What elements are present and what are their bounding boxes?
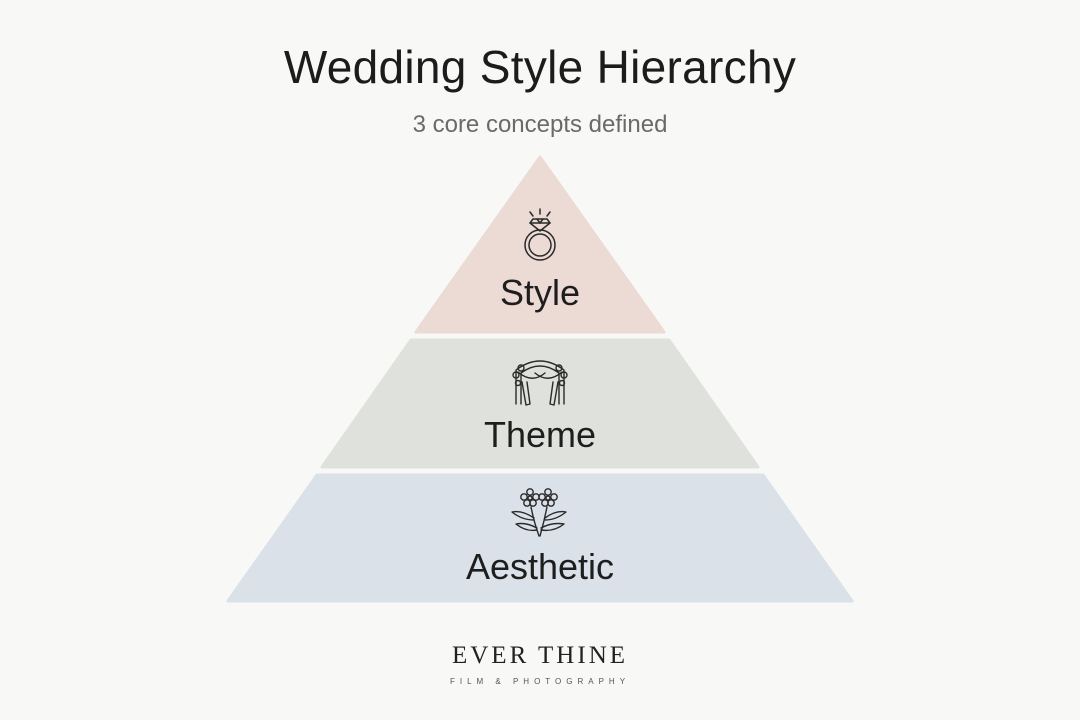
tier-style-label: Style	[499, 272, 581, 313]
tier-aesthetic-label: Aesthetic	[465, 546, 615, 587]
tier-style-shape	[414, 155, 666, 334]
floral-arch-icon	[512, 360, 568, 406]
brand-logo-tagline: FILM & PHOTOGRAPHY	[449, 677, 631, 686]
tier-theme-label: Theme	[483, 414, 597, 455]
page-title: Wedding Style Hierarchy	[283, 41, 797, 93]
diamond-ring-icon	[524, 208, 556, 261]
brand-logo-name: EVER THINE	[451, 642, 629, 669]
flowers-icon	[511, 488, 567, 537]
page-subtitle: 3 core concepts defined	[412, 111, 668, 138]
tier-theme-shape	[320, 338, 760, 469]
tier-aesthetic-shape	[226, 473, 854, 603]
